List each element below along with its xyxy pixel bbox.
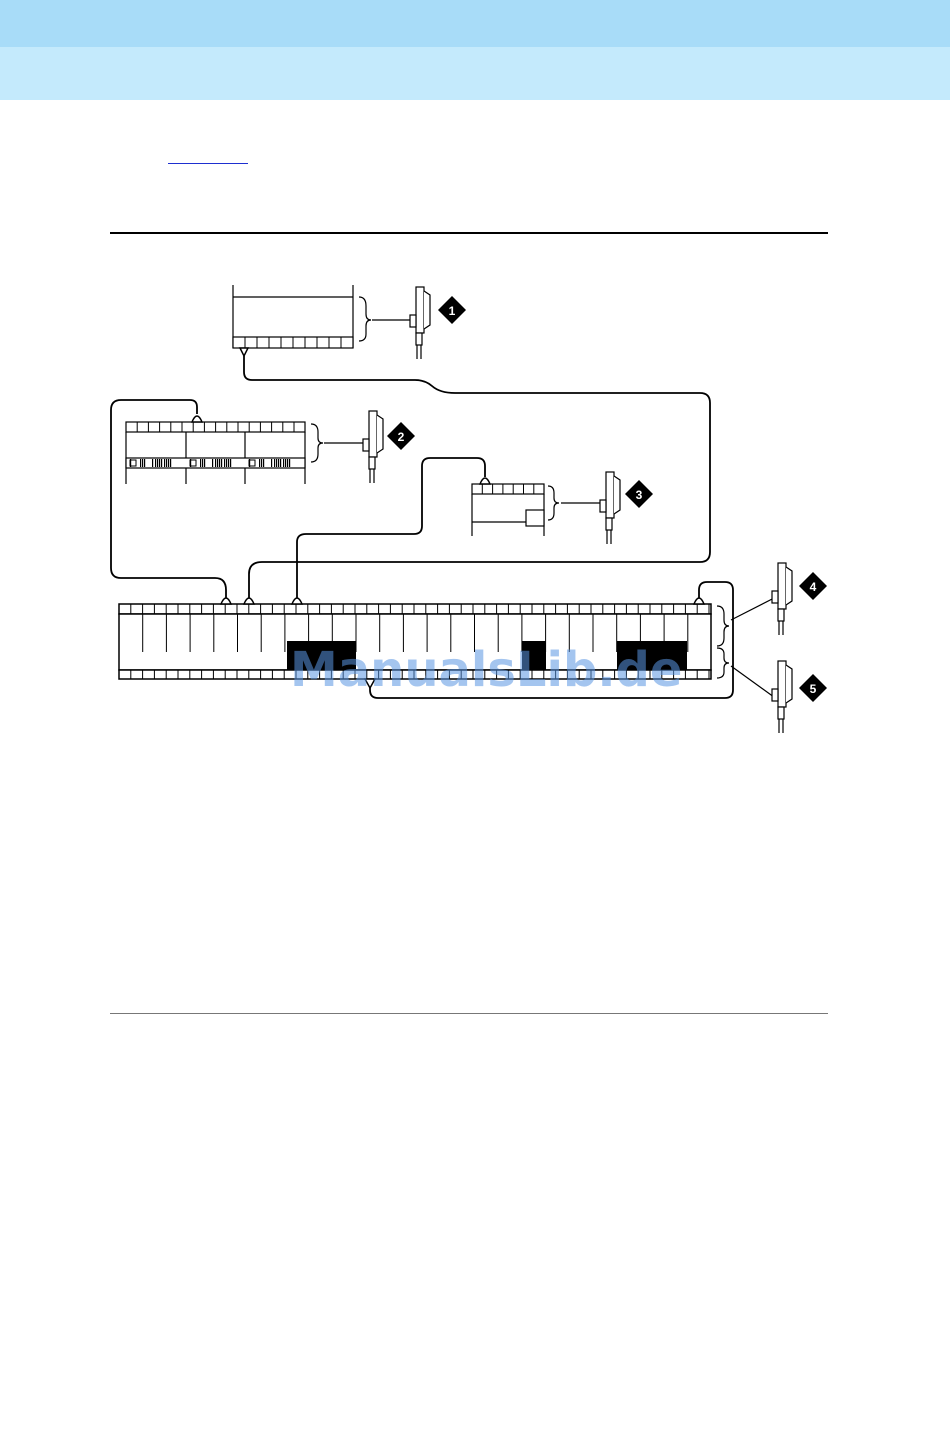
callout-3-icon: 3 — [625, 480, 653, 508]
connector-2-icon — [363, 411, 383, 483]
callout-4-label: 4 — [810, 580, 817, 594]
connector-4-icon — [772, 563, 792, 635]
callout-4-icon: 4 — [799, 572, 827, 600]
connector-1-icon — [410, 287, 430, 359]
callout-5-label: 5 — [810, 682, 817, 696]
figure-bottom-rule — [110, 1013, 828, 1014]
carrier-2 — [126, 422, 364, 484]
connector-5-icon — [772, 661, 792, 733]
connector-3-icon — [600, 472, 620, 544]
callout-5-icon: 5 — [799, 674, 827, 702]
callout-3-label: 3 — [636, 488, 643, 502]
carrier-1 — [233, 285, 412, 348]
callout-2-icon: 2 — [387, 422, 415, 450]
callout-1-icon: 1 — [438, 296, 466, 324]
callout-2-label: 2 — [398, 430, 405, 444]
callout-1-label: 1 — [449, 304, 456, 318]
carrier-3 — [472, 484, 601, 536]
watermark-text: ManualsLib.de — [290, 640, 690, 700]
